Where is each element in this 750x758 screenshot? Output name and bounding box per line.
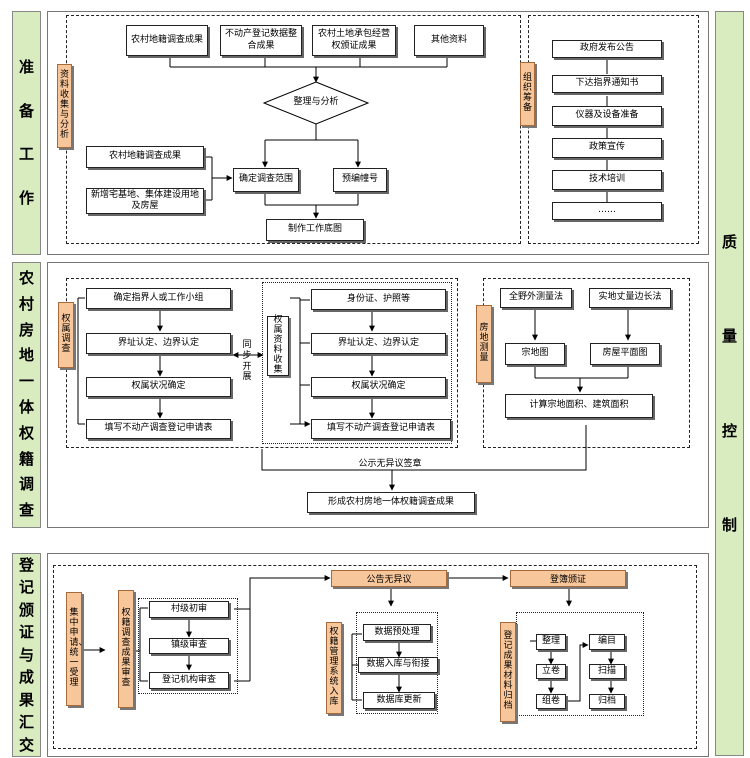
issue-box: 登簿颁证 xyxy=(510,570,626,587)
stage-register: 登记颁证与成果汇交 xyxy=(12,553,41,757)
analyze-label: 整理与分析 xyxy=(293,97,339,107)
precode-box: 预编幢号 xyxy=(333,168,387,192)
stage-quality-label: 质量控制 xyxy=(722,232,738,535)
accept-label: 集中申请、统一受理 xyxy=(66,592,88,706)
stage-register-label: 登记颁证与成果汇交 xyxy=(19,555,35,754)
review-agency: 登记机构审查 xyxy=(149,672,229,689)
review-region xyxy=(138,598,238,694)
stage-quality: 质量控制 xyxy=(715,11,744,756)
archive-organize: 整理 xyxy=(536,634,566,650)
area-calculation: 计算宗地面积、建筑面积 xyxy=(505,394,653,418)
mapping-label: 房地测量 xyxy=(476,305,492,383)
stage-prep-label: 准备工作 xyxy=(19,58,35,207)
survey-right-region xyxy=(262,282,452,444)
drawing-floor-plan: 房屋平面图 xyxy=(590,343,660,365)
archive-file: 立卷 xyxy=(536,664,566,679)
archive-assemble: 组卷 xyxy=(536,694,566,709)
survey-step-form: 填写不动产调查登记申请表 xyxy=(86,419,231,439)
scope-box: 确定调查范围 xyxy=(233,168,299,192)
announce-box: 公告无异议 xyxy=(331,570,447,587)
archive-store: 归档 xyxy=(589,694,625,709)
source-rural-cadastral: 农村地籍调查成果 xyxy=(126,25,208,56)
survey-step-boundary: 界址认定、边界认定 xyxy=(86,333,231,354)
survey-r-status: 权属状况确定 xyxy=(311,377,446,397)
org-item-announcement: 政府发布公告 xyxy=(552,40,662,58)
source-land-contract: 农村土地承包经营权颁证成果 xyxy=(312,25,396,56)
survey-step-designate: 确定指界人或工作小组 xyxy=(86,288,231,309)
stage-survey: 农村房地一体权籍调查 xyxy=(12,262,41,528)
org-item-more: …… xyxy=(552,202,662,220)
collect-docs-label: 权属资料收集 xyxy=(267,315,289,376)
survey-r-form: 填写不动产调查登记申请表 xyxy=(311,419,451,439)
db-import: 数据入库与衔接 xyxy=(358,657,438,673)
review-town: 镇级审查 xyxy=(149,638,229,654)
survey-r-id: 身份证、护照等 xyxy=(311,289,446,310)
source-realestate-data: 不动产登记数据整合成果 xyxy=(220,25,302,56)
input-new-homestead: 新增宅基地、集体建设用地及房屋 xyxy=(86,188,204,214)
db-preprocess: 数据预处理 xyxy=(363,624,431,641)
org-item-equipment: 仪器及设备准备 xyxy=(552,106,662,126)
org-item-notice: 下达指界通知书 xyxy=(552,75,662,93)
source-other: 其他资料 xyxy=(414,25,484,56)
prep-org-label: 组织筹备 xyxy=(520,62,535,126)
prep-org-region xyxy=(528,15,699,244)
org-item-publicity: 政策宣传 xyxy=(552,138,662,158)
stage-survey-label: 农村房地一体权籍调查 xyxy=(19,269,35,520)
db-update: 数据库更新 xyxy=(363,692,435,709)
review-label: 权籍调查成果审查 xyxy=(118,590,134,708)
org-item-training: 技术培训 xyxy=(552,170,662,190)
survey-result-box: 形成农村房地一体权籍调查成果 xyxy=(307,492,475,513)
archive-catalog: 编目 xyxy=(589,634,625,650)
drawing-parcel-map: 宗地图 xyxy=(505,343,565,365)
archive-label: 登记成果材料归档 xyxy=(500,622,516,722)
method-tape-measure: 实地丈量边长法 xyxy=(589,288,671,308)
input-rural-cadastral: 农村地籍调查成果 xyxy=(86,146,204,168)
db-label: 权籍管理系统入库 xyxy=(326,622,342,714)
survey-r-boundary: 界址认定、边界认定 xyxy=(311,333,446,354)
archive-region xyxy=(516,612,644,716)
prep-collect-label: 资料收集与分析 xyxy=(57,64,72,148)
stage-prep: 准备工作 xyxy=(12,11,41,255)
archive-scan: 扫描 xyxy=(589,664,625,679)
basemap-box: 制作工作底图 xyxy=(266,219,364,241)
method-field-survey: 全野外测量法 xyxy=(500,288,572,308)
sync-label: 同步开展 xyxy=(242,340,252,383)
review-village: 村级初审 xyxy=(149,601,229,618)
panel-register xyxy=(47,553,709,757)
survey-step-status: 权属状况确定 xyxy=(86,377,231,397)
publicity-label: 公示无异议签章 xyxy=(358,459,422,469)
register-main-region xyxy=(53,565,697,749)
ownership-label: 权属调查 xyxy=(58,302,74,368)
